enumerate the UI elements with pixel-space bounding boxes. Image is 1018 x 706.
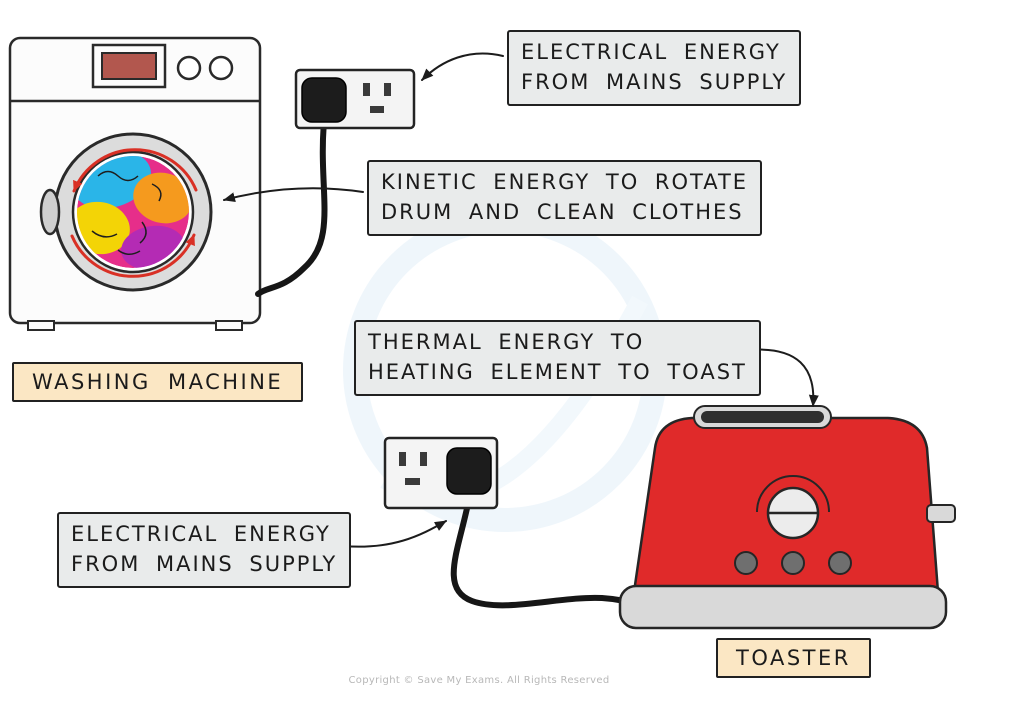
callout-line: ELECTRICAL ENERGY: [521, 40, 781, 64]
callout-electrical-energy-top: ELECTRICAL ENERGY FROM MAINS SUPPLY: [507, 30, 802, 106]
plug-icon: [446, 447, 492, 495]
power-cable: [450, 491, 645, 609]
power-socket-top: [255, 68, 416, 297]
socket-slot: [405, 478, 420, 485]
callout-line: THERMAL ENERGY TO: [368, 330, 645, 354]
clothes-in-drum: [77, 156, 189, 268]
arrow-to-bottom-socket: [341, 520, 447, 548]
label-toaster: TOASTER: [716, 638, 871, 678]
machine-foot: [215, 320, 243, 331]
arrow-to-top-socket: [421, 52, 504, 81]
knob-arc: [756, 475, 830, 513]
label-washing-machine: WASHING MACHINE: [12, 362, 304, 402]
callout-thermal-energy: THERMAL ENERGY TO HEATING ELEMENT TO TOA…: [354, 320, 761, 396]
toaster-base: [618, 584, 948, 630]
callout-line: KINETIC ENERGY TO ROTATE: [381, 170, 749, 194]
callout-electrical-energy-bottom: ELECTRICAL ENERGY FROM MAINS SUPPLY: [57, 512, 352, 588]
copyright-text: Copyright © Save My Exams. All Rights Re…: [348, 675, 610, 686]
socket-slot: [370, 106, 384, 113]
socket-slot: [399, 452, 406, 466]
socket-slot: [363, 83, 370, 96]
toaster-slot: [701, 411, 824, 423]
dial-knob: [208, 55, 234, 81]
callout-line: HEATING ELEMENT TO TOAST: [368, 359, 747, 384]
power-cable: [255, 119, 328, 297]
socket-slot: [420, 452, 427, 466]
callout-arrows: [223, 52, 819, 548]
callout-kinetic-energy: KINETIC ENERGY TO ROTATE DRUM AND CLEAN …: [367, 160, 763, 236]
callout-line: FROM MAINS SUPPLY: [521, 69, 788, 94]
toaster-illustration: [618, 405, 956, 630]
washing-machine-illustration: [8, 36, 262, 331]
machine-foot: [27, 320, 55, 331]
plug-icon: [301, 77, 347, 123]
socket-slot: [384, 83, 391, 96]
dial-knob: [176, 55, 202, 81]
power-socket-bottom: [383, 436, 645, 609]
arrow-to-toaster-slot: [747, 348, 819, 407]
callout-line: DRUM AND CLEAN CLOTHES: [381, 199, 744, 224]
rotation-arrows: [70, 148, 198, 278]
callout-line: FROM MAINS SUPPLY: [71, 551, 338, 576]
toaster-button: [828, 551, 852, 575]
arrow-to-drum: [223, 187, 364, 203]
toaster-button: [781, 551, 805, 575]
toaster-lever: [926, 504, 956, 523]
display-screen: [101, 52, 157, 80]
door-handle: [39, 188, 61, 236]
callout-line: ELECTRICAL ENERGY: [71, 522, 331, 546]
toaster-button: [734, 551, 758, 575]
